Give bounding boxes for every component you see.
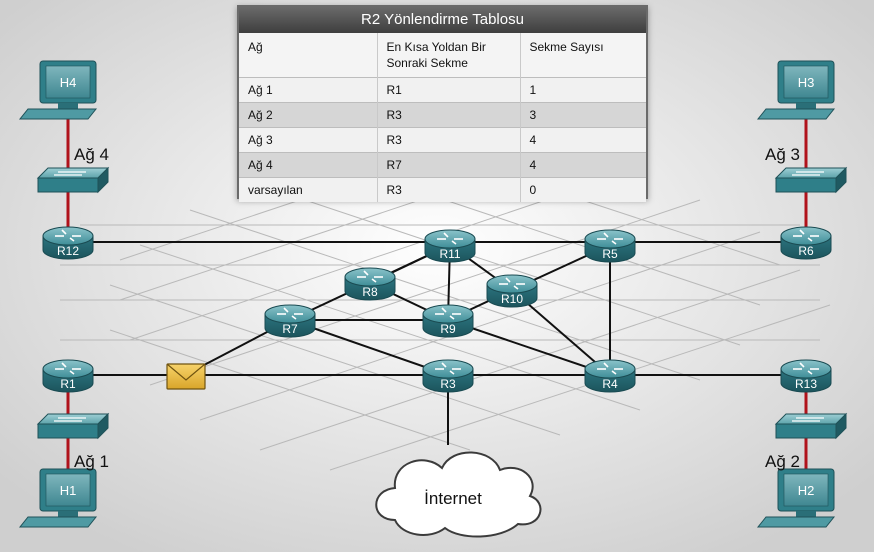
cell-hop-count: 3 xyxy=(520,101,646,127)
router-r9: R9 xyxy=(422,304,474,338)
router-r10: R10 xyxy=(486,274,538,308)
router-arrows-icon xyxy=(357,270,383,283)
router-label: R10 xyxy=(501,292,523,306)
network-labels: Ağ 4 Ağ 3 Ağ 1 Ağ 2 xyxy=(74,145,800,471)
host-h4: H4 xyxy=(18,60,98,120)
table-row: Ağ 3 R3 4 xyxy=(239,126,646,152)
internet-cloud-icon xyxy=(375,451,542,538)
switch-net4-icon xyxy=(36,166,110,194)
router-r7: R7 xyxy=(264,304,316,338)
router-label: R12 xyxy=(57,244,79,258)
switch-net1-icon xyxy=(36,412,110,440)
table-row: Ağ 1 R1 1 xyxy=(239,76,646,102)
cell-hop-count: 4 xyxy=(520,126,646,152)
router-r5: R5 xyxy=(584,229,636,263)
router-label: R8 xyxy=(362,285,378,299)
cell-next-hop: R3 xyxy=(377,176,521,202)
cell-network: Ağ 4 xyxy=(239,151,378,177)
network-label: Ağ 3 xyxy=(765,145,800,164)
cell-next-hop: R7 xyxy=(377,151,521,177)
router-arrows-icon xyxy=(55,229,81,242)
link-r7-r3 xyxy=(289,319,449,376)
router-r13: R13 xyxy=(780,359,832,393)
table-row: Ağ 2 R3 3 xyxy=(239,101,646,127)
router-label: R13 xyxy=(795,377,817,391)
router-arrows-icon xyxy=(793,362,819,375)
host-h2: H2 xyxy=(756,468,836,528)
router-label: R3 xyxy=(440,377,456,391)
router-r6: R6 xyxy=(780,226,832,260)
router-arrows-icon xyxy=(55,362,81,375)
router-r1: R1 xyxy=(42,359,94,393)
router-label: R9 xyxy=(440,322,456,336)
routing-table-panel: R2 Yönlendirme Tablosu Ağ En Kısa Yoldan… xyxy=(237,5,648,202)
internet-label: İnternet xyxy=(424,489,482,508)
router-label: R11 xyxy=(439,247,460,261)
link-r9-r4 xyxy=(447,319,611,376)
host-h3: H3 xyxy=(756,60,836,120)
router-label: R7 xyxy=(282,322,298,336)
host-label: H4 xyxy=(60,75,77,90)
router-arrows-icon xyxy=(435,307,461,320)
host-label: H2 xyxy=(798,483,815,498)
header-next-hop: En Kısa Yoldan Bir Sonraki Sekme xyxy=(377,33,521,77)
router-arrows-icon xyxy=(499,277,525,290)
cell-hop-count: 0 xyxy=(520,176,646,202)
router-label: R4 xyxy=(602,377,618,391)
cell-next-hop: R1 xyxy=(377,76,521,102)
routing-table-title: R2 Yönlendirme Tablosu xyxy=(239,7,646,33)
router-arrows-icon xyxy=(793,229,819,242)
router-arrows-icon xyxy=(437,232,463,245)
router-arrows-icon xyxy=(597,362,623,375)
host-label: H3 xyxy=(798,75,815,90)
router-r11: R11 xyxy=(424,229,476,263)
header-network: Ağ xyxy=(239,33,378,77)
cell-next-hop: R3 xyxy=(377,101,521,127)
table-row: varsayılan R3 0 xyxy=(239,176,646,202)
cell-network: Ağ 1 xyxy=(239,76,378,102)
cell-network: Ağ 2 xyxy=(239,101,378,127)
switch-net3-icon xyxy=(774,166,848,194)
switch-net2-icon xyxy=(774,412,848,440)
table-row: Ağ 4 R7 4 xyxy=(239,151,646,177)
network-label: Ağ 1 xyxy=(74,452,109,471)
routing-table-header-row: Ağ En Kısa Yoldan Bir Sonraki Sekme Sekm… xyxy=(239,33,646,77)
router-label: R6 xyxy=(798,244,814,258)
host-h1: H1 xyxy=(18,468,98,528)
cell-next-hop: R3 xyxy=(377,126,521,152)
cell-network: Ağ 3 xyxy=(239,126,378,152)
cell-network: varsayılan xyxy=(239,176,378,202)
packet-envelope-icon xyxy=(166,363,206,390)
network-label: Ağ 4 xyxy=(74,145,109,164)
host-label: H1 xyxy=(60,483,77,498)
router-label: R5 xyxy=(602,247,618,261)
router-r12: R12 xyxy=(42,226,94,260)
router-arrows-icon xyxy=(277,307,303,320)
router-label: R1 xyxy=(60,377,76,391)
network-label: Ağ 2 xyxy=(765,452,800,471)
router-arrows-icon xyxy=(435,362,461,375)
cell-hop-count: 1 xyxy=(520,76,646,102)
header-hop-count: Sekme Sayısı xyxy=(529,40,604,54)
routing-table: Ağ En Kısa Yoldan Bir Sonraki Sekme Sekm… xyxy=(239,33,646,202)
switches xyxy=(36,166,848,440)
router-r3: R3 xyxy=(422,359,474,393)
router-r4: R4 xyxy=(584,359,636,393)
cell-hop-count: 4 xyxy=(520,151,646,177)
router-arrows-icon xyxy=(597,232,623,245)
router-r8: R8 xyxy=(344,267,396,301)
